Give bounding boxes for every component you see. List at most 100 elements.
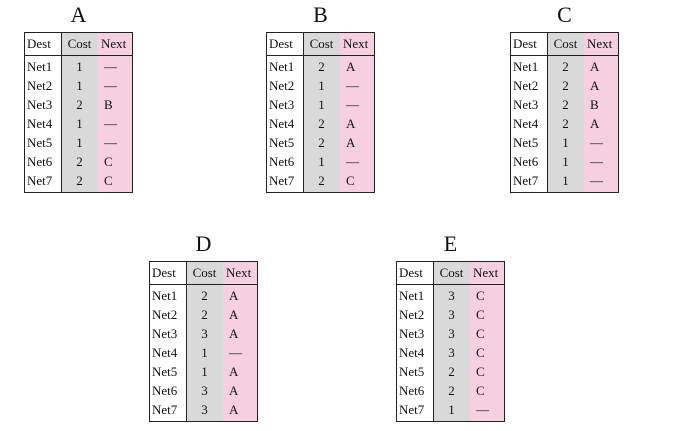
cell-cost: 1 bbox=[562, 173, 569, 188]
cost-column-band bbox=[547, 33, 585, 192]
cell-cost: 3 bbox=[448, 307, 455, 322]
cell-dest: Net6 bbox=[269, 154, 295, 169]
cell-dest: Net6 bbox=[399, 383, 425, 398]
cell-dest: Net3 bbox=[513, 97, 539, 112]
cell-cost: 2 bbox=[201, 288, 208, 303]
cell-next: — bbox=[346, 78, 359, 93]
next-column-band bbox=[584, 33, 618, 192]
cell-dest: Net7 bbox=[513, 173, 539, 188]
cell-cost: 3 bbox=[448, 326, 455, 341]
cell-next: — bbox=[229, 345, 242, 360]
cell-cost: 1 bbox=[76, 135, 83, 150]
cell-dest: Net1 bbox=[152, 288, 178, 303]
cell-dest: Net4 bbox=[269, 116, 295, 131]
cell-next: A bbox=[590, 116, 600, 131]
table-row: Net1 2 A bbox=[150, 286, 257, 305]
router-label: B bbox=[313, 2, 328, 27]
cell-next: C bbox=[476, 307, 485, 322]
router-label: C bbox=[557, 2, 572, 27]
cell-dest: Net6 bbox=[513, 154, 539, 169]
header-cost: Cost bbox=[192, 265, 217, 280]
cell-next: C bbox=[476, 345, 485, 360]
cell-dest: Net6 bbox=[27, 154, 53, 169]
cell-dest: Net1 bbox=[399, 288, 425, 303]
table-header: Dest Cost Next bbox=[25, 33, 132, 56]
cost-column-band bbox=[433, 262, 471, 421]
header-dest: Dest bbox=[27, 36, 51, 51]
cell-dest: Net3 bbox=[269, 97, 295, 112]
next-column-band bbox=[98, 33, 132, 192]
cell-next: — bbox=[104, 59, 117, 74]
header-dest: Dest bbox=[152, 265, 176, 280]
cell-cost: 2 bbox=[318, 135, 325, 150]
header-next: Next bbox=[101, 36, 127, 51]
cell-cost: 3 bbox=[448, 288, 455, 303]
cell-next: A bbox=[229, 288, 239, 303]
cell-cost: 1 bbox=[76, 78, 83, 93]
router-label: E bbox=[443, 231, 458, 256]
cell-next: A bbox=[229, 402, 239, 417]
cell-cost: 2 bbox=[76, 173, 83, 188]
cell-dest: Net3 bbox=[399, 326, 425, 341]
cell-next: — bbox=[104, 78, 117, 93]
cell-cost: 3 bbox=[201, 402, 208, 417]
header-cost: Cost bbox=[309, 36, 334, 51]
cell-cost: 2 bbox=[76, 97, 83, 112]
cell-next: A bbox=[229, 307, 239, 322]
cell-cost: 2 bbox=[562, 97, 569, 112]
next-column-band bbox=[470, 262, 504, 421]
cell-cost: 2 bbox=[318, 173, 325, 188]
cell-next: C bbox=[476, 288, 485, 303]
cell-dest: Net1 bbox=[269, 59, 295, 74]
cell-next: C bbox=[476, 383, 485, 398]
cell-dest: Net4 bbox=[399, 345, 425, 360]
cell-dest: Net6 bbox=[152, 383, 178, 398]
cell-dest: Net4 bbox=[27, 116, 53, 131]
table-row: Net5 1 — bbox=[25, 133, 132, 152]
cell-dest: Net5 bbox=[27, 135, 53, 150]
header-cost: Cost bbox=[67, 36, 92, 51]
cell-dest: Net5 bbox=[152, 364, 178, 379]
cell-cost: 2 bbox=[318, 59, 325, 74]
cell-dest: Net4 bbox=[152, 345, 178, 360]
cell-next: — bbox=[104, 116, 117, 131]
cell-next: A bbox=[590, 78, 600, 93]
cell-cost: 1 bbox=[76, 59, 83, 74]
cell-next: — bbox=[104, 135, 117, 150]
cell-next: A bbox=[229, 383, 239, 398]
cell-dest: Net4 bbox=[513, 116, 539, 131]
cost-column-band bbox=[303, 33, 341, 192]
cell-dest: Net7 bbox=[152, 402, 178, 417]
cell-cost: 1 bbox=[562, 154, 569, 169]
cell-cost: 2 bbox=[448, 364, 455, 379]
cell-cost: 1 bbox=[201, 364, 208, 379]
